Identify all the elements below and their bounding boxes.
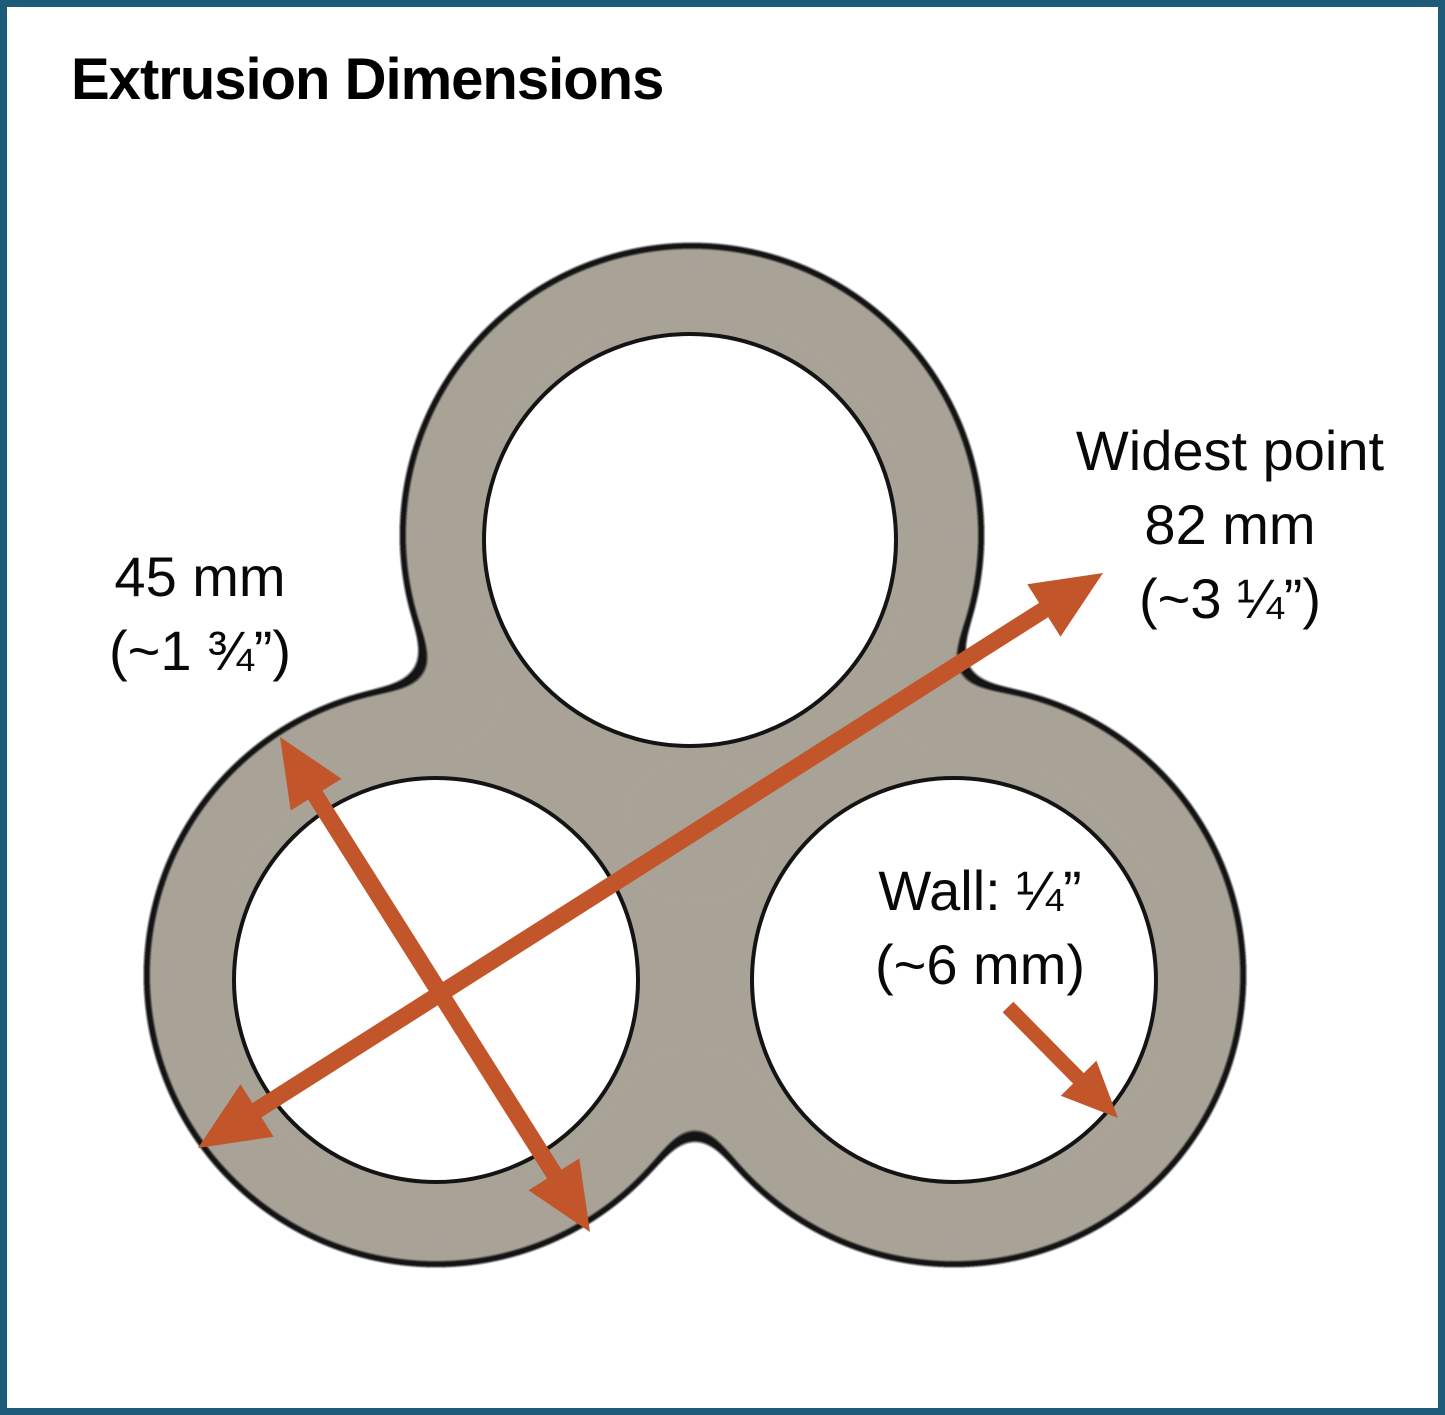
diameter-arrow-head-upper [280, 737, 342, 811]
widest-point-arrow-head-lower [198, 1084, 274, 1148]
wall-arrow-shaft [1002, 1001, 1089, 1089]
label-lobe-diameter-line2: (~1 ¾”) [108, 619, 292, 682]
diameter-arrow-icon [280, 737, 590, 1232]
widest-point-arrow-icon [198, 573, 1103, 1148]
label-wall-thickness: Wall: ¼” (~6 mm) [800, 854, 1160, 1002]
label-wall-thickness-line1: Wall: ¼” [878, 859, 1082, 922]
page-title: Extrusion Dimensions [71, 47, 664, 112]
label-wall-thickness-line2: (~6 mm) [875, 933, 1085, 996]
widest-point-arrow-head-upper [1027, 573, 1103, 637]
diameter-arrow-head-lower [528, 1158, 590, 1232]
label-widest-point-line2: 82 mm [1144, 493, 1316, 556]
label-lobe-diameter-line1: 45 mm [114, 545, 286, 608]
top-hole [482, 332, 898, 748]
diameter-arrow-shaft [304, 785, 566, 1185]
wall-arrow-head [1060, 1060, 1118, 1118]
arrows-layer [198, 573, 1118, 1232]
wall-arrow-icon [1002, 1001, 1118, 1118]
label-widest-point-line1: Widest point [1075, 419, 1385, 482]
label-lobe-diameter: 45 mm (~1 ¾”) [40, 540, 360, 688]
label-widest-point: Widest point 82 mm (~3 ¼”) [1030, 414, 1430, 636]
bottom-right-hole [750, 776, 1158, 1184]
label-widest-point-line3: (~3 ¼”) [1138, 567, 1322, 630]
widest-point-arrow-shaft [246, 598, 1055, 1122]
